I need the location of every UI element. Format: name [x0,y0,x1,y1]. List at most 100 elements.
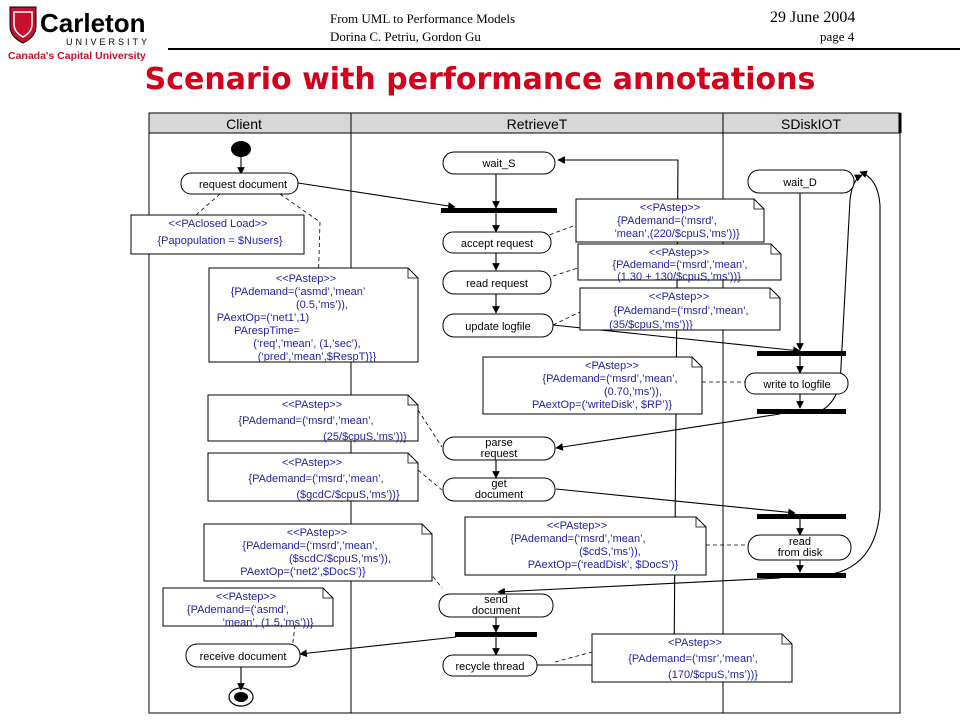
fork-bar-read [757,514,846,519]
note-text-line: <<PAstep>> [216,591,276,603]
note-closed-load: <<PAclosed Load>> {Papopulation = $Nusers… [130,214,305,255]
note-text-line: {PAdemand=(‘msrd’,’mean’, [248,473,383,485]
start-node [231,141,251,157]
note-text-line: ($scdC/$cpuS,’ms’)), [289,553,391,565]
note-text-line: ’mean’, (1.5,’ms’))} [222,617,313,629]
note-read-disk-step: <<PAstep>>{PAdemand=(‘msrd’,’mean’,($cdS… [464,516,707,576]
label-parse-request-1: parse [485,437,513,449]
lane-sdiskiot: SDiskIOT [781,116,841,132]
activity-get-document [442,477,556,502]
note-text-line: <<PAstep>> [640,202,700,214]
note-text-line: PArespTime= [234,325,300,337]
note-text-line: <<PAstep>> [276,273,336,285]
authors: Dorina C. Petriu, Gordon Gu [330,29,481,44]
note-text-line: {PAdemand=(‘msrd’,’mean’, [613,305,748,317]
note-text-line: {PAdemand=(‘asmd’,’mean’ [231,286,366,298]
label-read-from-disk-2: from disk [778,547,823,559]
note-parse-step: <<PAstep>> {PAdemand=(‘msrd’,’mean’, (25/$… [207,394,419,443]
note-write-step: <PAstep>>{PAdemand=(‘msrd’,’mean’,(0.70,… [482,356,703,415]
note-text-line: (‘pred’,’mean’,$RespT)}} [258,351,377,363]
note-text-line: <<PAstep>> [282,457,342,469]
note-text-line: <PAstep>> [585,360,639,372]
note-get-step: <<PAstep>> {PAdemand=(‘msrd’,’mean’, ($gcd… [207,452,419,502]
logo-university: UNIVERSITY [66,37,150,47]
logo-name: Carleton [40,8,145,38]
doc-title: From UML to Performance Models [330,11,516,26]
page-number: page 4 [820,29,855,44]
activity-parse-request [442,436,556,461]
join-bar-write [757,409,846,414]
label-get-document-2: document [475,489,523,501]
carleton-logo: Carleton UNIVERSITY Canada's Capital Uni… [8,6,150,62]
label-update-logfile: update logfile [465,321,530,333]
fork-bar-accept [441,208,557,213]
note-text-line: <<PAclosed Load>> [169,218,268,230]
note-send-step: <<PAstep>>{PAdemand=(‘msrd’,’mean’,($scd… [203,523,433,582]
label-wait-s: wait_S [481,158,515,170]
note-receive-step: <<PAstep>>{PAdemand=(‘asmd’,’mean’, (1.5… [162,587,334,629]
annotation-notes: <<PAclosed Load>> {Papopulation = $Nusers… [130,198,793,683]
activity-write-to-logfile [744,372,849,395]
note-text-line: {PAdemand=(‘asmd’, [187,604,289,616]
logo-tagline: Canada's Capital University [8,50,146,62]
note-text-line: {PAdemand=(‘msrd’,’mean’, [612,259,747,271]
label-receive-document: receive document [200,651,287,663]
note-update-step: <<PAstep>>{PAdemand=(‘msrd’,’mean’,(35/$… [579,287,781,331]
note-recycle-step: <PAstep>> {PAdemand=(‘msr’,’mean’, (170/$c… [591,633,793,683]
note-text-line: PAextOp=(‘net2’,$DocS’)} [240,566,366,578]
note-text-line: ’mean’,(220/$cpuS,’ms’))} [614,228,740,240]
note-text-line: {PAdemand=(‘msrd’,’mean’, [542,373,677,385]
note-text-line: PAextOp=(‘readDisk’, $DocS’)} [528,559,679,571]
control-flow [237,156,881,691]
sync-bars [441,208,846,637]
header-divider [168,48,960,50]
note-text-line: {Papopulation = $Nusers} [157,235,282,247]
note-text-line: (0.5,’ms’)), [296,299,348,311]
lane-client: Client [226,116,262,132]
note-read-req-step: <<PAstep>>{PAdemand=(‘msrd’,’mean’,(1.30… [577,243,782,283]
fork-bar-write [757,351,846,356]
note-text-line: {PAdemand=(‘msr’,’mean’, [628,653,758,665]
label-read-request: read request [466,278,528,290]
label-read-from-disk-1: read [789,536,811,548]
note-text-line: ($cdS,’ms’)), [579,546,641,558]
label-recycle-thread: recycle thread [455,661,524,673]
label-request-document: request document [199,179,287,191]
end-node [228,687,254,707]
note-text-line: {PAdemand=(‘msrd’,’mean’, [238,415,373,427]
activity-read-from-disk [747,534,852,561]
activity-wait-d [747,169,855,194]
note-text-line: <PAstep>> [668,637,722,649]
join-bar-read [757,573,846,578]
note-text-line: (0.70,’ms’)), [604,386,662,398]
activity-request-document [180,172,299,195]
note-text-line: ($gcdC/$cpuS,’ms’))} [296,489,400,501]
date: 29 June 2004 [770,9,856,26]
note-text-line: PAextOp=(‘writeDisk’, $RP’)} [532,399,672,411]
label-wait-d: wait_D [782,177,817,189]
note-client-request: <<PAstep>>{PAdemand=(‘asmd’,’mean’(0.5,’… [208,267,419,363]
label-get-document-1: get [491,478,506,490]
label-write-to-logfile: write to logfile [762,379,830,391]
label-send-document-2: document [472,605,520,617]
label-parse-request-2: request [481,448,518,460]
note-text-line: <<PAstep>> [547,520,607,532]
activity-receive-document [185,643,301,668]
slide-title: Scenario with performance annotations [144,62,816,97]
note-text-line: (35/$cpuS,’ms’))} [609,319,693,331]
note-text-line: {PAdemand=(‘msrd’,’mean’, [242,540,377,552]
activity-wait-s [442,151,556,175]
note-text-line: <<PAstep>> [282,399,342,411]
activity-send-document [438,593,554,618]
lane-retrievet: RetrieveT [507,116,568,132]
activity-read-request [442,270,552,295]
label-send-document-1: send [484,594,508,606]
note-text-line: (1.30 + 130/$cpuS,’ms’))} [617,271,741,283]
swimlanes [148,112,902,714]
note-text-line: <<PAstep>> [649,247,709,259]
note-text-line: (170/$cpuS,’ms’))} [668,669,758,681]
activity-update-logfile [442,313,554,338]
note-text-line: (25/$cpuS,’ms’))} [323,431,407,443]
note-text-line: PAextOp=(‘net1’,1) [217,312,309,324]
